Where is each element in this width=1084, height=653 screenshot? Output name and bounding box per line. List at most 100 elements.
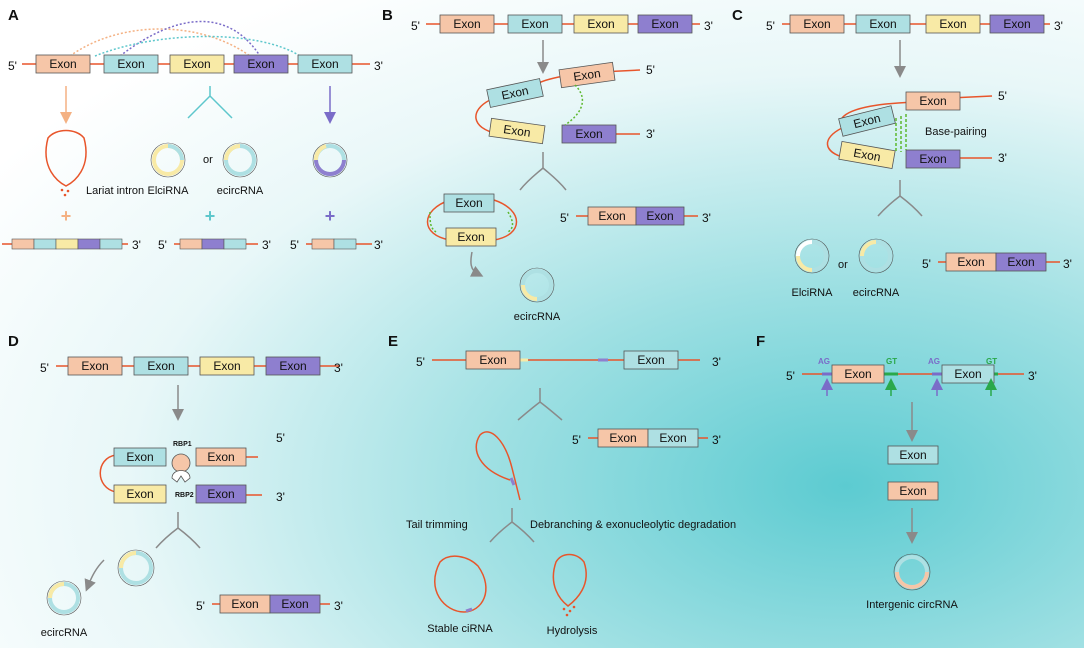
three-prime-label: 3' [712, 433, 721, 447]
five-prime-label: 5' [40, 361, 49, 375]
exon-label: Exon [281, 597, 308, 611]
three-prime-label: 3' [704, 19, 713, 33]
ecircrna-label: ecircRNA [853, 287, 900, 299]
exon-label: Exon [899, 448, 926, 462]
exon-label: Exon [899, 484, 926, 498]
exon-label: Exon [1003, 17, 1030, 31]
three-prime-label: 3' [132, 238, 141, 252]
exon-label: Exon [659, 431, 686, 445]
exon-label: Exon [231, 597, 258, 611]
intergenic-circrna-label: Intergenic circRNA [866, 599, 958, 611]
exon-label: Exon [869, 17, 896, 31]
gt-site-label: GT [986, 357, 997, 366]
panel-label-b: B [382, 7, 393, 24]
exon-box [103, 54, 159, 74]
three-prime-label: 3' [262, 238, 271, 252]
five-prime-label: 5' [416, 355, 425, 369]
three-prime-label: 3' [276, 490, 285, 504]
five-prime-label: 5' [560, 211, 569, 225]
exon-label: Exon [651, 17, 678, 31]
exon-box [233, 54, 289, 74]
exon-label: Exon [147, 359, 174, 373]
exon-label: Exon [852, 146, 881, 165]
five-prime-label: 5' [411, 19, 420, 33]
exon-label: Exon [609, 431, 636, 445]
rbp2-label: RBP2 [175, 492, 194, 499]
exon-label: Exon [939, 17, 966, 31]
hydrolysis-label: Hydrolysis [547, 625, 598, 637]
exon-label: Exon [126, 487, 153, 501]
exon-label: Exon [213, 359, 240, 373]
plus-sign: + [61, 206, 72, 226]
exon-label: Exon [126, 450, 153, 464]
debranching-label: Debranching & exonucleolytic degradation [530, 519, 736, 531]
exon-label: Exon [207, 487, 234, 501]
five-prime-label: 5' [646, 63, 655, 77]
three-prime-label: 3' [334, 361, 343, 375]
rbp1-label: RBP1 [173, 441, 192, 448]
exon-label: Exon [954, 367, 981, 381]
base-pairing-label: Base-pairing [925, 126, 987, 138]
three-prime-label: 3' [646, 127, 655, 141]
five-prime-label: 5' [276, 431, 285, 445]
three-prime-label: 3' [334, 599, 343, 613]
plus-sign: + [205, 206, 216, 226]
exon-label: Exon [575, 127, 602, 141]
exon-label: Exon [646, 209, 673, 223]
three-prime-label: 3' [374, 59, 383, 73]
exon-label: Exon [500, 83, 530, 102]
exon-label: Exon [49, 57, 76, 71]
exon-label: Exon [183, 57, 210, 71]
exon-label: Exon [247, 57, 274, 71]
exon-label: Exon [279, 359, 306, 373]
five-prime-label: 5' [196, 599, 205, 613]
panel-label-f: F [756, 333, 765, 350]
panel-label-e: E [388, 333, 398, 350]
or-label: or [203, 154, 213, 166]
elcirna-label: ElciRNA [148, 185, 190, 197]
rbp1-protein [171, 453, 191, 473]
exon-label: Exon [852, 111, 882, 131]
three-prime-label: 3' [1063, 257, 1072, 271]
rbp2-protein [171, 470, 191, 483]
exon-label: Exon [1007, 255, 1034, 269]
exon-label: Exon [117, 57, 144, 71]
ecircrna-label: ecircRNA [41, 627, 88, 639]
exon-label: Exon [479, 353, 506, 367]
panel-label-a: A [8, 7, 19, 24]
lariat-intron-label: Lariat intron [86, 185, 144, 197]
stable-circrna-label: Stable ciRNA [427, 623, 493, 635]
exon-box [35, 54, 91, 74]
exon-label: Exon [81, 359, 108, 373]
exon-label: Exon [957, 255, 984, 269]
five-prime-label: 5' [786, 369, 795, 383]
three-prime-label: 3' [1054, 19, 1063, 33]
three-prime-label: 3' [712, 355, 721, 369]
exon-label: Exon [453, 17, 480, 31]
exon-label: Exon [803, 17, 830, 31]
ag-site-label: AG [928, 357, 940, 366]
five-prime-label: 5' [572, 433, 581, 447]
exon-label: Exon [455, 196, 482, 210]
ag-site-label: AG [818, 357, 830, 366]
panel-label-c: C [732, 7, 743, 24]
five-prime-label: 5' [290, 238, 299, 252]
exon-label: Exon [521, 17, 548, 31]
exon-label: Exon [207, 450, 234, 464]
exon-label: Exon [457, 230, 484, 244]
exon-box [169, 54, 225, 74]
three-prime-label: 3' [1028, 369, 1037, 383]
panel-label-d: D [8, 333, 19, 350]
three-prime-label: 3' [374, 238, 383, 252]
three-prime-label: 3' [998, 151, 1007, 165]
five-prime-label: 5' [8, 59, 17, 73]
exon-label: Exon [598, 209, 625, 223]
exon-label: Exon [919, 152, 946, 166]
ecircrna-label: ecircRNA [217, 185, 264, 197]
tail-trimming-label: Tail trimming [406, 519, 468, 531]
exon-box [297, 54, 353, 74]
gt-site-label: GT [886, 357, 897, 366]
exon-label: Exon [572, 66, 601, 84]
